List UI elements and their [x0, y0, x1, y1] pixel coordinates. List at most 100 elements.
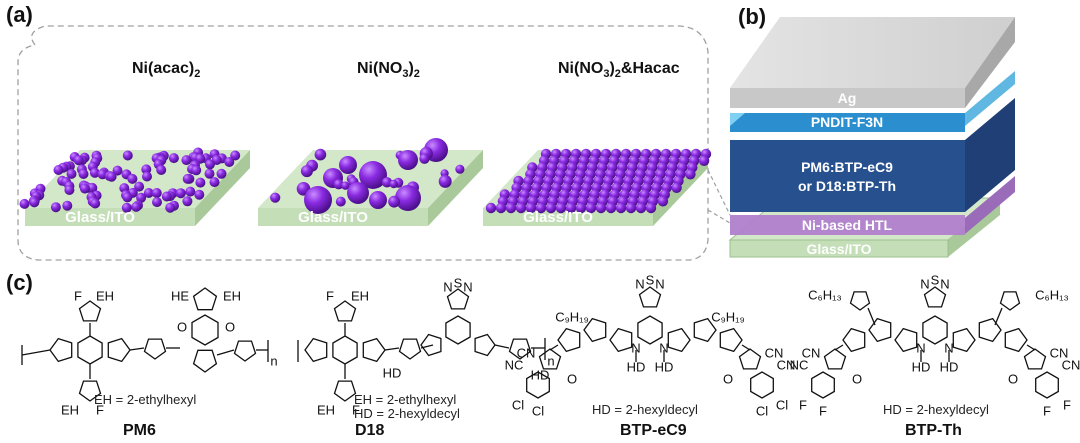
particle — [485, 202, 497, 214]
particle — [182, 173, 193, 184]
particle — [161, 191, 172, 202]
particle — [121, 202, 132, 213]
atom-label: N — [916, 340, 925, 355]
bond — [1026, 344, 1036, 351]
atom-label: F — [352, 402, 360, 417]
thiophene-ring — [978, 317, 1002, 343]
layer-htl-side — [965, 176, 1015, 234]
atom-label: C₉H₁₉ — [555, 309, 588, 324]
layer-ag-front — [730, 88, 965, 108]
thiophene-ring — [842, 327, 866, 353]
bond — [549, 344, 559, 351]
atom-label: N — [631, 340, 640, 355]
thiophene-ring — [868, 317, 892, 343]
thiadiazole-ring — [923, 286, 947, 308]
atom-label: HD — [383, 365, 402, 380]
particle — [122, 150, 133, 161]
bond — [384, 347, 400, 351]
particle — [565, 202, 577, 214]
benzene-ring — [637, 315, 663, 345]
substrate-label: Glass/ITO — [65, 209, 135, 226]
particle — [585, 202, 597, 214]
layer-etl-label: PNDIT-F3N — [811, 114, 883, 130]
atom-label: O — [852, 371, 862, 386]
bond — [21, 349, 51, 356]
particle — [143, 188, 154, 198]
atom-label: HE — [171, 288, 189, 303]
particle — [181, 155, 192, 166]
thiophene-ring — [557, 327, 581, 353]
layer-ag-label: Ag — [838, 90, 857, 106]
molecule-name-btp-th: BTP-Th — [905, 422, 962, 439]
thiophene-ring — [474, 333, 496, 357]
atom-label: EH — [61, 402, 79, 417]
particle — [300, 165, 313, 178]
connector-line-bottom — [707, 209, 731, 224]
particle — [216, 168, 227, 179]
atom-label: N — [463, 279, 472, 294]
particle — [205, 159, 215, 170]
layer-htl-label: Ni-based HTL — [802, 217, 893, 233]
particle — [62, 200, 73, 211]
particle — [53, 165, 64, 175]
atom-label: n — [547, 353, 554, 368]
thiophene-ring — [362, 337, 386, 363]
bond — [867, 307, 876, 326]
layer-etl-front — [730, 113, 965, 132]
particle — [136, 192, 147, 203]
molecule-name-pm6: PM6 — [123, 422, 156, 439]
particle — [635, 202, 647, 214]
particle — [505, 202, 517, 214]
thiophene-ring — [304, 337, 328, 363]
benzene-ring — [526, 371, 550, 399]
indanone-ring — [738, 348, 762, 370]
particle — [209, 177, 220, 188]
atom-label: F — [326, 288, 334, 303]
particle — [455, 164, 465, 174]
particle — [191, 165, 202, 176]
atom-label: CN — [765, 345, 784, 360]
pyrrole-ring — [952, 327, 976, 353]
benzene-ring — [445, 315, 471, 345]
atom-label: F — [1063, 397, 1071, 412]
substrate-label: Glass/ITO — [523, 209, 593, 226]
thiophene-ring — [333, 380, 357, 402]
atom-label: Cl — [512, 397, 524, 412]
particle — [438, 174, 452, 188]
thiophene-ring — [333, 300, 357, 322]
particle — [605, 202, 617, 214]
thiophene-ring — [719, 327, 743, 353]
atom-label: HD — [627, 359, 646, 374]
atom-label: Cl — [756, 403, 768, 418]
atom-label: O — [1008, 371, 1018, 386]
particle — [395, 185, 421, 211]
thiophene-ring — [999, 291, 1021, 311]
thiophene-ring — [78, 300, 102, 322]
substrate-front — [25, 208, 195, 226]
indanone-ring — [823, 348, 847, 370]
indanone-ring — [538, 348, 562, 370]
atom-label: N — [659, 340, 668, 355]
particle — [204, 168, 215, 179]
thiophene-ring — [233, 340, 257, 362]
particle — [106, 171, 117, 182]
thiophene-ring — [192, 287, 218, 311]
particle — [78, 169, 89, 179]
atom-label: NC — [790, 357, 809, 372]
panel-b-label: (b) — [738, 4, 767, 29]
atom-label: F — [96, 402, 104, 417]
atom-label: HD — [940, 359, 959, 374]
pyrrole-ring — [609, 327, 633, 353]
atom-label: N — [940, 276, 949, 291]
particle — [698, 155, 710, 166]
particle — [333, 179, 344, 190]
particle — [685, 169, 696, 180]
layer-active-label-2: or D18:BTP-Th — [798, 178, 896, 194]
particle — [156, 165, 167, 175]
particle — [555, 202, 567, 214]
molecule-name-btp-ec9: BTP-eC9 — [620, 422, 687, 439]
particle — [175, 188, 186, 199]
atom-label: F — [74, 288, 82, 303]
particle — [304, 186, 332, 214]
